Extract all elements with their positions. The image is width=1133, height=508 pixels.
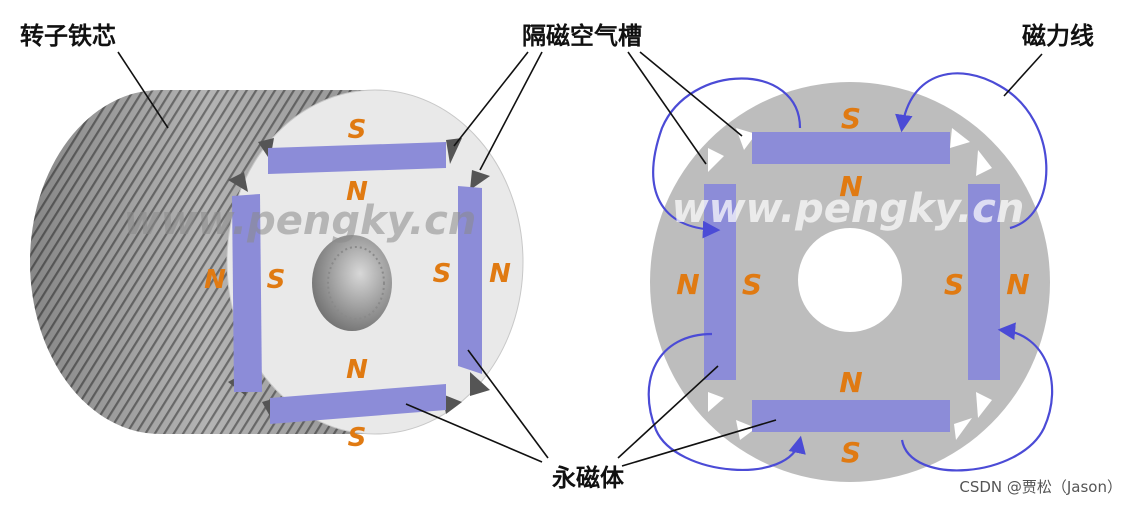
pole-left-inner-2d: S bbox=[742, 268, 762, 301]
watermark-left: www.pengky.cn bbox=[124, 198, 477, 244]
leader-flux bbox=[1004, 54, 1042, 96]
pole-top-outer-2d: S bbox=[841, 102, 861, 135]
pole-bottom-outer-2d: S bbox=[841, 436, 861, 469]
leader-slot-2 bbox=[480, 52, 542, 170]
pole-left-outer-3d: N bbox=[204, 265, 226, 295]
watermark-right: www.pengky.cn bbox=[672, 186, 1025, 232]
pole-right-outer-3d: N bbox=[489, 259, 511, 289]
pole-top-outer-3d: S bbox=[348, 115, 367, 145]
pole-right-inner-3d: S bbox=[433, 259, 452, 289]
pole-bottom-inner-3d: N bbox=[346, 355, 368, 385]
label-magnet: 永磁体 bbox=[552, 464, 625, 492]
rotor-cross-section: S N N S S N N S bbox=[649, 73, 1052, 482]
leader-slot-3 bbox=[628, 52, 706, 164]
label-air-slot: 隔磁空气槽 bbox=[522, 22, 642, 50]
leader-magnet-2 bbox=[406, 404, 542, 462]
cross-section-shaft-hole bbox=[798, 228, 902, 332]
pole-left-inner-3d: S bbox=[267, 265, 286, 295]
pole-right-outer-2d: N bbox=[1006, 268, 1029, 301]
rotor-3d-view: S N N S S N N S bbox=[30, 90, 523, 453]
label-rotor-core: 转子铁芯 bbox=[20, 22, 116, 50]
magnet-bottom-2d bbox=[752, 400, 950, 432]
pole-left-outer-2d: N bbox=[676, 268, 699, 301]
credit-text: CSDN @贾松（Jason） bbox=[959, 478, 1122, 496]
label-flux-lines: 磁力线 bbox=[1022, 22, 1094, 50]
magnet-top-2d bbox=[752, 132, 950, 164]
leader-slot-4 bbox=[640, 52, 742, 136]
shaft-hole bbox=[312, 235, 392, 331]
pole-right-inner-2d: S bbox=[944, 268, 964, 301]
pole-bottom-inner-2d: N bbox=[839, 366, 862, 399]
pole-bottom-outer-3d: S bbox=[348, 423, 367, 453]
leader-magnet-1 bbox=[468, 350, 548, 458]
